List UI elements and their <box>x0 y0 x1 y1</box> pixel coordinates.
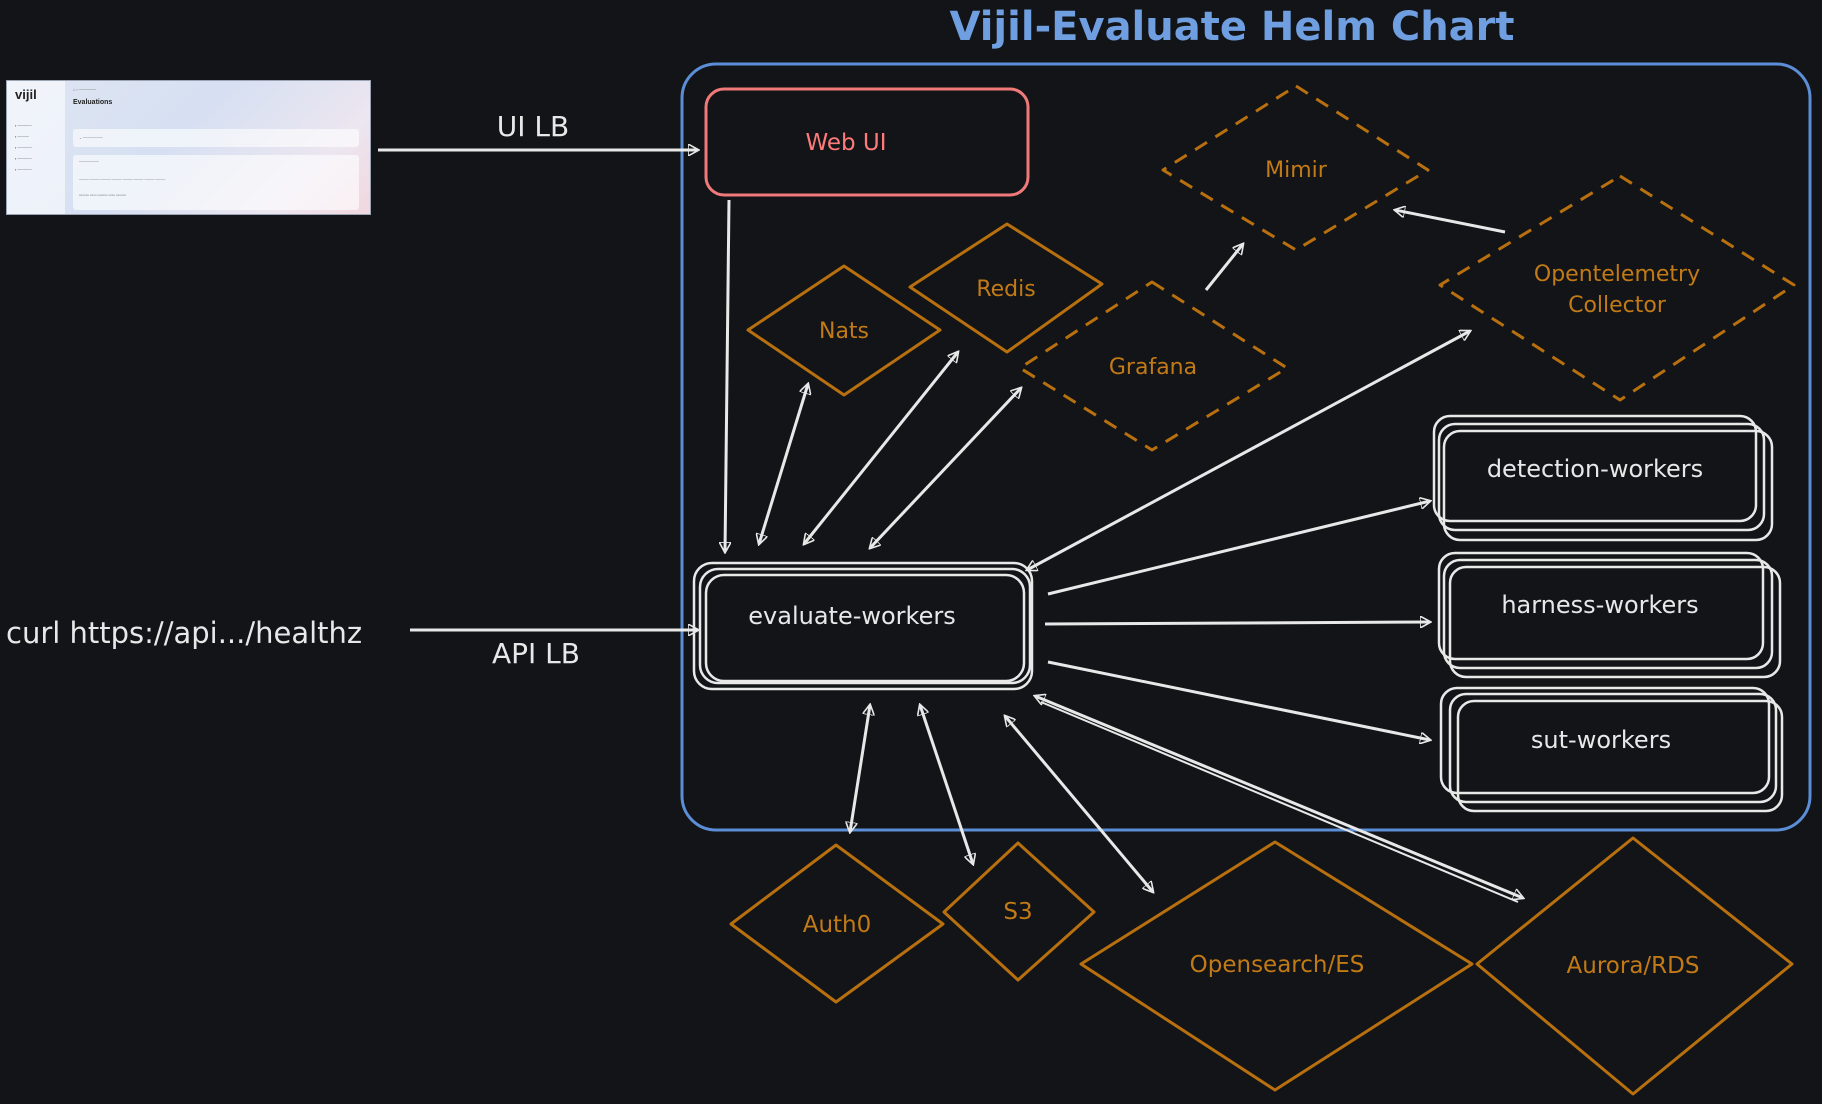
auth0-label: Auth0 <box>803 912 872 938</box>
web-ui-node: Web UI <box>704 87 1030 197</box>
aurora-node: Aurora/RDS <box>1475 836 1794 1096</box>
diagram-title: Vijil-Evaluate Helm Chart <box>949 4 1514 50</box>
web-ui-screenshot-thumbnail: vijil ▪ ───── ▪ ──── ▪ ───── ▪ ───── ▪ ─… <box>6 80 371 215</box>
edge-evaluate-s3 <box>920 705 973 864</box>
thumbnail-page-title: Evaluations <box>73 99 113 106</box>
grafana-node: Grafana <box>1018 280 1289 452</box>
aurora-label: Aurora/RDS <box>1567 953 1700 979</box>
thumbnail-sidebar <box>7 81 65 214</box>
thumbnail-nav-line: ▪ ───── <box>15 123 32 128</box>
edge-otel-mimir <box>1395 210 1506 234</box>
edge-evaluate-aurora <box>1035 696 1523 898</box>
edge-grafana-mimir <box>1204 244 1243 291</box>
edge-otel-evaluate <box>1027 331 1470 570</box>
s3-label: S3 <box>1003 899 1032 925</box>
edges <box>378 150 1523 903</box>
otel-collector-node: Opentelemetry Collector <box>1438 174 1796 402</box>
curl-command-label: curl https://api.../healthz <box>6 616 362 650</box>
otel-label-line2: Collector <box>1568 293 1667 318</box>
thumbnail-logo: vijil <box>15 87 37 102</box>
opensearch-label: Opensearch/ES <box>1190 952 1365 978</box>
api-lb-label: API LB <box>492 637 580 670</box>
sut-workers-node: sut-workers <box>1439 686 1784 813</box>
thumbnail-text: ⌄ ──────── <box>79 136 103 140</box>
thumbnail-text: ──────── <box>79 160 99 164</box>
thumbnail-breadcrumb: ⌂ › ────── <box>73 87 96 92</box>
thumbnail-card <box>73 129 359 147</box>
edge-evaluate-auth0 <box>850 705 870 832</box>
detection-workers-node: detection-workers <box>1432 414 1774 542</box>
thumbnail-text: ▭▭▭ ▭▭ ▭▭▭ ▭▭ ▭▭▭ <box>79 193 126 197</box>
grafana-label: Grafana <box>1109 355 1197 380</box>
web-ui-label: Web UI <box>805 130 886 156</box>
nats-label: Nats <box>819 319 869 344</box>
edge-nats-evaluate <box>759 384 808 544</box>
edge-webui-evaluate <box>725 199 729 552</box>
auth0-node: Auth0 <box>729 843 945 1004</box>
thumbnail-nav-line: ▪ ──── <box>15 134 29 139</box>
harness-workers-label: harness-workers <box>1501 591 1698 619</box>
thumbnail-nav-line: ▪ ───── <box>15 145 32 150</box>
edge-evaluate-harness <box>1044 622 1430 624</box>
redis-label: Redis <box>976 277 1035 302</box>
s3-node: S3 <box>942 841 1096 982</box>
otel-label-line1: Opentelemetry <box>1534 262 1700 287</box>
thumbnail-nav-line: ▪ ───── <box>15 167 32 172</box>
thumbnail-text: ──── ──── ──── ──── ──── ──── ──── ──── <box>79 178 166 182</box>
redis-node: Redis <box>908 222 1104 354</box>
edge-redis-evaluate <box>804 352 958 544</box>
thumbnail-nav-line: ▪ ───── <box>15 156 32 161</box>
edge-evaluate-opensearch <box>1005 716 1153 892</box>
evaluate-workers-node: evaluate-workers <box>692 561 1034 691</box>
mimir-node: Mimir <box>1161 84 1430 252</box>
mimir-label: Mimir <box>1265 158 1328 183</box>
ui-lb-label: UI LB <box>497 110 569 143</box>
helm-chart-boundary <box>680 62 1812 832</box>
edge-grafana-evaluate <box>870 388 1021 548</box>
sut-workers-label: sut-workers <box>1531 726 1671 754</box>
edge-evaluate-detection <box>1047 501 1430 596</box>
opensearch-node: Opensearch/ES <box>1079 840 1474 1092</box>
harness-workers-node: harness-workers <box>1437 551 1782 679</box>
thumbnail-card <box>73 155 359 210</box>
detection-workers-label: detection-workers <box>1487 455 1703 483</box>
evaluate-workers-label: evaluate-workers <box>748 602 955 630</box>
